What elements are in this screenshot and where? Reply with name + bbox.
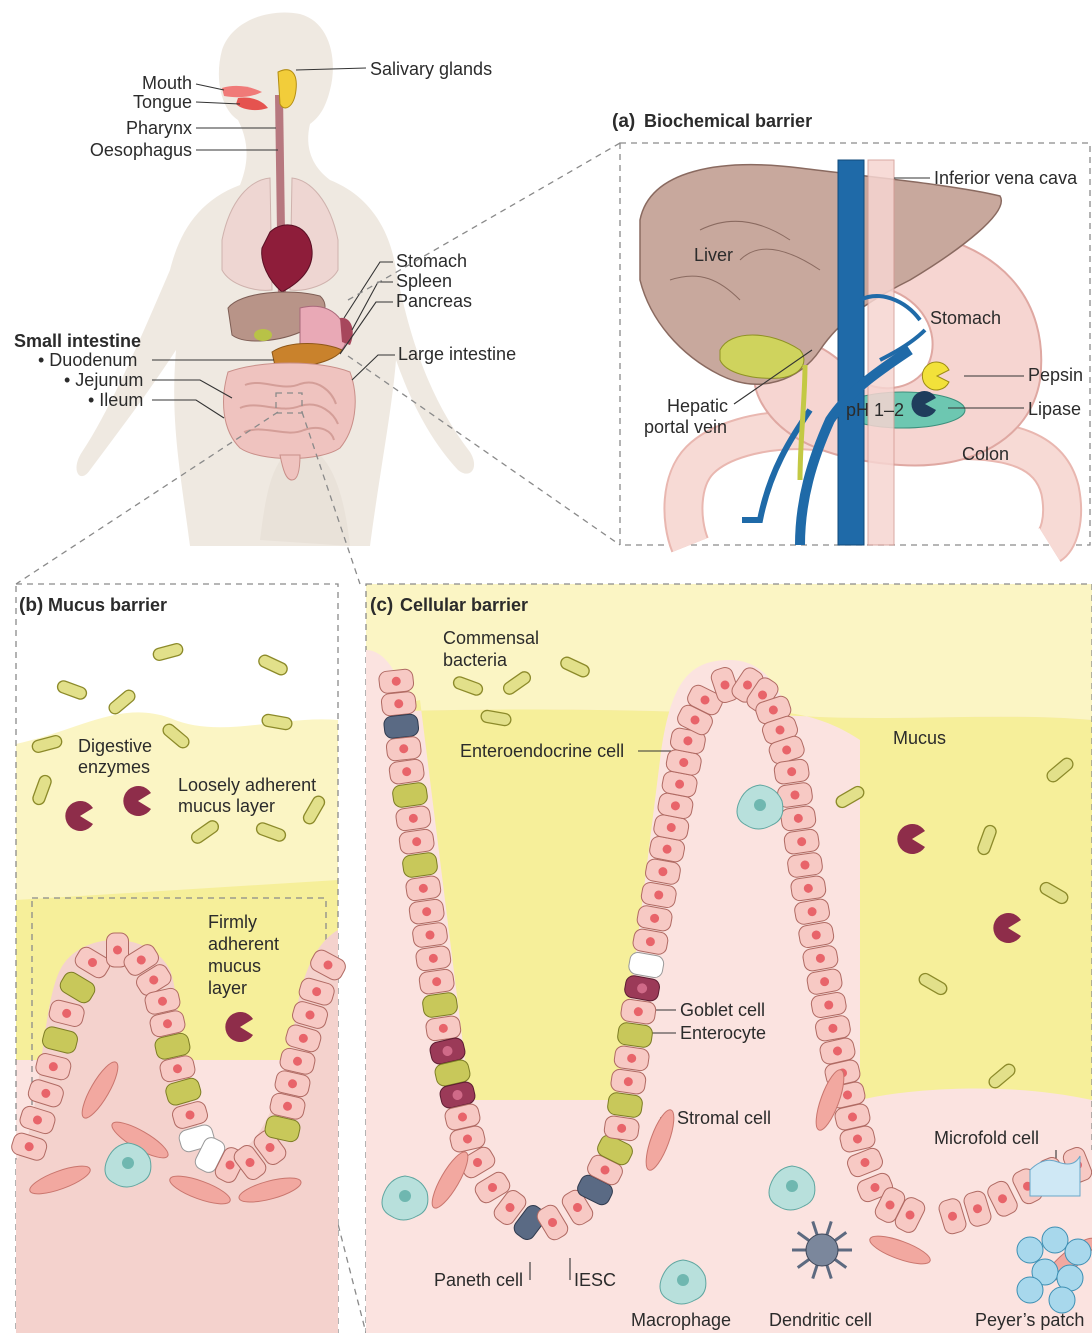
- label-enteroendocrine: Enteroendocrine cell: [460, 741, 624, 761]
- ent-cell: [381, 691, 417, 717]
- label-macrophage: Macrophage: [631, 1310, 731, 1330]
- label-jejunum: • Jejunum: [64, 370, 143, 390]
- macrophage-nucleus: [754, 799, 766, 811]
- label-firmly: Firmly: [208, 912, 257, 932]
- label-salivary-glands: Salivary glands: [370, 59, 492, 79]
- label-mucus-c: Mucus: [893, 728, 946, 748]
- gob-cell: [422, 992, 459, 1019]
- label-colon: Colon: [962, 444, 1009, 464]
- ent-cell: [378, 668, 414, 694]
- label-commensal: Commensal: [443, 628, 539, 648]
- label-pharynx: Pharynx: [126, 118, 192, 138]
- label-inferior-vena-cava: Inferior vena cava: [934, 168, 1078, 188]
- label-ph: pH 1–2: [846, 400, 904, 420]
- gob-cell: [392, 782, 429, 809]
- label-oesophagus: Oesophagus: [90, 140, 192, 160]
- label-tongue: Tongue: [133, 92, 192, 112]
- ent-cell: [405, 875, 442, 902]
- label-spleen: Spleen: [396, 271, 452, 291]
- label-small-intestine: Small intestine: [14, 331, 141, 351]
- label-goblet: Goblet cell: [680, 1000, 765, 1020]
- ent-cell: [610, 1068, 647, 1095]
- macrophage-nucleus: [399, 1190, 411, 1202]
- gob-cell: [617, 1022, 654, 1049]
- gob-cell: [402, 852, 439, 879]
- label-digestive: Digestive: [78, 736, 152, 756]
- panel-c-letter: (c): [370, 595, 393, 616]
- label-large-intestine: Large intestine: [398, 344, 516, 364]
- label-portal-vein: portal vein: [644, 417, 727, 437]
- label-enzymes: enzymes: [78, 757, 150, 777]
- label-adherent: adherent: [208, 934, 279, 954]
- panel-b: (b) Mucus barrier Digestive enzymes Loos…: [16, 584, 338, 1333]
- ent-cell: [773, 758, 810, 785]
- label-peyers: Peyer’s patch: [975, 1310, 1084, 1330]
- label-layer: layer: [208, 978, 247, 998]
- label-bacteria: bacteria: [443, 650, 508, 670]
- ent-cell: [388, 758, 425, 785]
- label-mouth: Mouth: [142, 73, 192, 93]
- label-liver: Liver: [694, 245, 733, 265]
- label-microfold: Microfold cell: [934, 1128, 1039, 1148]
- ent-cell: [415, 945, 452, 972]
- panel-a: (a) Biochemical barrier Inferior vena ca…: [612, 111, 1090, 545]
- ent-cell: [603, 1115, 640, 1142]
- label-mucus-layer: mucus layer: [178, 796, 275, 816]
- ent-cell: [780, 805, 817, 832]
- panel-c-title: Cellular barrier: [400, 595, 528, 615]
- label-hepatic: Hepatic: [667, 396, 728, 416]
- label-dendritic: Dendritic cell: [769, 1310, 872, 1330]
- label-duodenum: • Duodenum: [38, 350, 137, 370]
- panel-b-letter: (b): [19, 595, 43, 616]
- panel-a-letter: (a): [612, 111, 635, 132]
- label-enterocyte: Enterocyte: [680, 1023, 766, 1043]
- ent-cell: [418, 968, 455, 995]
- macrophage-nucleus: [786, 1180, 798, 1192]
- ent-cell: [787, 852, 824, 879]
- label-paneth: Paneth cell: [434, 1270, 523, 1290]
- ent-cell: [790, 875, 827, 902]
- ent-cell: [386, 736, 422, 762]
- panel-b-title: Mucus barrier: [48, 595, 167, 615]
- label-mucus: mucus: [208, 956, 261, 976]
- label-stomach-body: Stomach: [396, 251, 467, 271]
- ent-cell: [783, 828, 820, 855]
- panel-a-title: Biochemical barrier: [644, 111, 812, 131]
- ent-cell: [408, 898, 445, 925]
- ent-cell: [620, 998, 657, 1025]
- label-stromal: Stromal cell: [677, 1108, 771, 1128]
- macrophage-nucleus: [677, 1274, 689, 1286]
- ent-cell: [398, 828, 435, 855]
- label-stomach-a: Stomach: [930, 308, 1001, 328]
- label-iesc: IESC: [574, 1270, 616, 1290]
- eec-cell: [383, 713, 419, 739]
- ent-cell: [613, 1045, 650, 1072]
- macrophage-nucleus: [122, 1157, 134, 1169]
- gob-cell: [607, 1092, 644, 1119]
- ent-cell: [395, 805, 432, 832]
- label-pancreas: Pancreas: [396, 291, 472, 311]
- label-ileum: • Ileum: [88, 390, 143, 410]
- label-loosely-adherent: Loosely adherent: [178, 775, 316, 795]
- label-pepsin: Pepsin: [1028, 365, 1083, 385]
- ent-cell: [412, 922, 449, 949]
- label-lipase: Lipase: [1028, 399, 1081, 419]
